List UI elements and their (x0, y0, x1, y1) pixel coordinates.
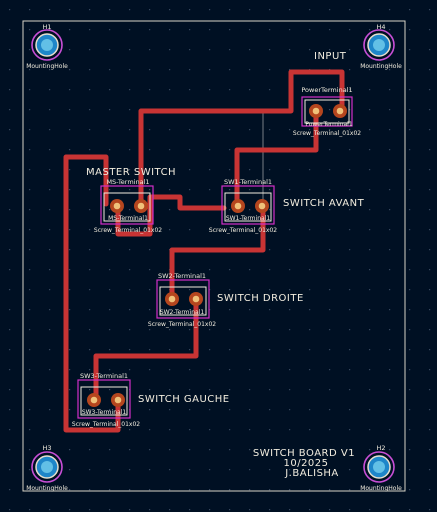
board-author: J.BALISHA (284, 468, 339, 479)
copper-track (138, 69, 345, 207)
connector-ref: SW1-Terminal1 (224, 178, 272, 186)
connector-ref: PowerTerminal1 (301, 86, 352, 94)
mounting-hole-h4: H4 MountingHole (360, 23, 402, 70)
copper-track (63, 154, 121, 433)
mounting-hole-icon (363, 451, 395, 483)
silk-outline (224, 192, 272, 222)
connector-ref: MS-Terminal1 (106, 178, 149, 186)
silk-outline (159, 286, 207, 316)
connector-ref: SW3-Terminal1 (80, 372, 128, 380)
mounting-hole-h1: H1 MountingHole (26, 23, 68, 70)
hole-value: MountingHole (26, 63, 68, 70)
mounting-hole-icon (363, 29, 395, 61)
connector-fab-ref: SW1-Terminal1 (226, 215, 271, 222)
copper-track (93, 296, 199, 401)
label-master-switch: MASTER SWITCH (86, 167, 176, 178)
copper-track (169, 204, 266, 302)
mounting-hole-icon (31, 29, 63, 61)
hole-ref: H4 (376, 23, 385, 31)
label-switch-droite: SWITCH DROITE (217, 293, 304, 304)
connector-sw3-terminal: SW3-Terminal1 SW3-Terminal1 Screw_Termin… (72, 372, 140, 428)
label-input: INPUT (314, 51, 347, 62)
connector-value: Screw_Terminal_01x02 (293, 130, 361, 137)
hole-value: MountingHole (360, 63, 402, 70)
hole-value: MountingHole (360, 485, 402, 492)
copper-track (234, 108, 319, 208)
mounting-hole-h3: H3 MountingHole (26, 444, 68, 492)
connector-fab-ref: MS-Terminal1 (108, 215, 148, 222)
connector-sw2-terminal: SW2-Terminal1 SW2-Terminal1 Screw_Termin… (148, 272, 216, 328)
connector-value: Screw_Terminal_01x02 (148, 321, 216, 328)
connector-ms-terminal: MS-Terminal1 MS-Terminal1 Screw_Terminal… (94, 178, 162, 234)
hole-ref: H1 (42, 23, 51, 31)
connector-power-terminal: PowerTerminal1 PowerTerminal1 Screw_Term… (293, 86, 361, 137)
label-switch-gauche: SWITCH GAUCHE (138, 394, 230, 405)
mounting-hole-h2: H2 MountingHole (360, 444, 402, 492)
silk-outline (80, 386, 128, 416)
silk-outline (103, 192, 151, 222)
courtyard (100, 185, 154, 225)
connector-value: Screw_Terminal_01x02 (94, 227, 162, 234)
connector-fab-ref: SW2-Terminal1 (160, 309, 205, 316)
board-date: 10/2025 (283, 458, 328, 469)
connector-value: Screw_Terminal_01x02 (72, 421, 140, 428)
connector-fab-ref: PowerTerminal1 (305, 121, 352, 128)
courtyard (221, 185, 275, 225)
hole-ref: H3 (42, 444, 51, 452)
connector-fab-ref: SW3-Terminal1 (82, 409, 127, 416)
connector-value: Screw_Terminal_01x02 (209, 227, 277, 234)
connector-ref: SW2-Terminal1 (158, 272, 206, 280)
courtyard (77, 379, 131, 419)
board-title: SWITCH BOARD V1 (253, 448, 355, 459)
hole-ref: H2 (376, 444, 385, 452)
mounting-hole-icon (31, 451, 63, 483)
courtyard (301, 96, 353, 127)
label-switch-avant: SWITCH AVANT (283, 198, 365, 209)
hole-value: MountingHole (26, 485, 68, 492)
board-outline (22, 20, 406, 492)
connector-sw1-terminal: SW1-Terminal1 SW1-Terminal1 Screw_Termin… (209, 178, 277, 234)
courtyard (156, 279, 210, 319)
silk-outline (304, 99, 350, 124)
